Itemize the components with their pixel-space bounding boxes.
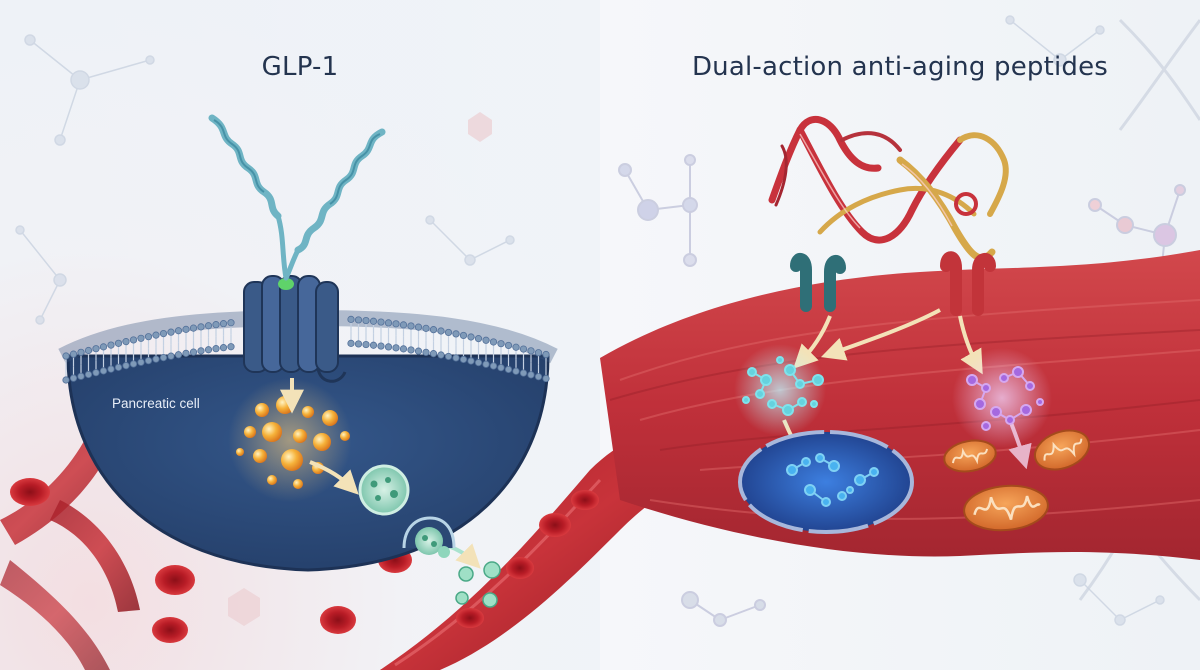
secretory-vesicle-icon [358, 464, 501, 608]
hexagon-icon [228, 112, 492, 626]
receptor-icon [243, 275, 347, 383]
insulin-granules-icon [228, 378, 352, 502]
violet-molecule-cluster-icon [952, 348, 1052, 448]
receptor-pair-icon [790, 251, 996, 316]
mitochondria-icon [943, 429, 1091, 532]
dual-peptide-icon [799, 133, 953, 229]
nucleus-icon [738, 430, 914, 534]
pancreatic-cell-label: Pancreatic cell [112, 396, 200, 411]
molecule-network-icon [618, 154, 1186, 627]
molecule-network-icon [15, 15, 1165, 626]
glp1-peptide-icon [213, 119, 381, 205]
panel-title-right: Dual-action anti-aging peptides [691, 52, 1109, 82]
cyan-molecule-cluster-icon [734, 344, 826, 436]
red-blood-cell-icon [456, 490, 599, 628]
cell-membrane [62, 315, 550, 384]
panel-title-left: GLP-1 [261, 52, 339, 82]
blood-vessel-icon [0, 430, 140, 670]
